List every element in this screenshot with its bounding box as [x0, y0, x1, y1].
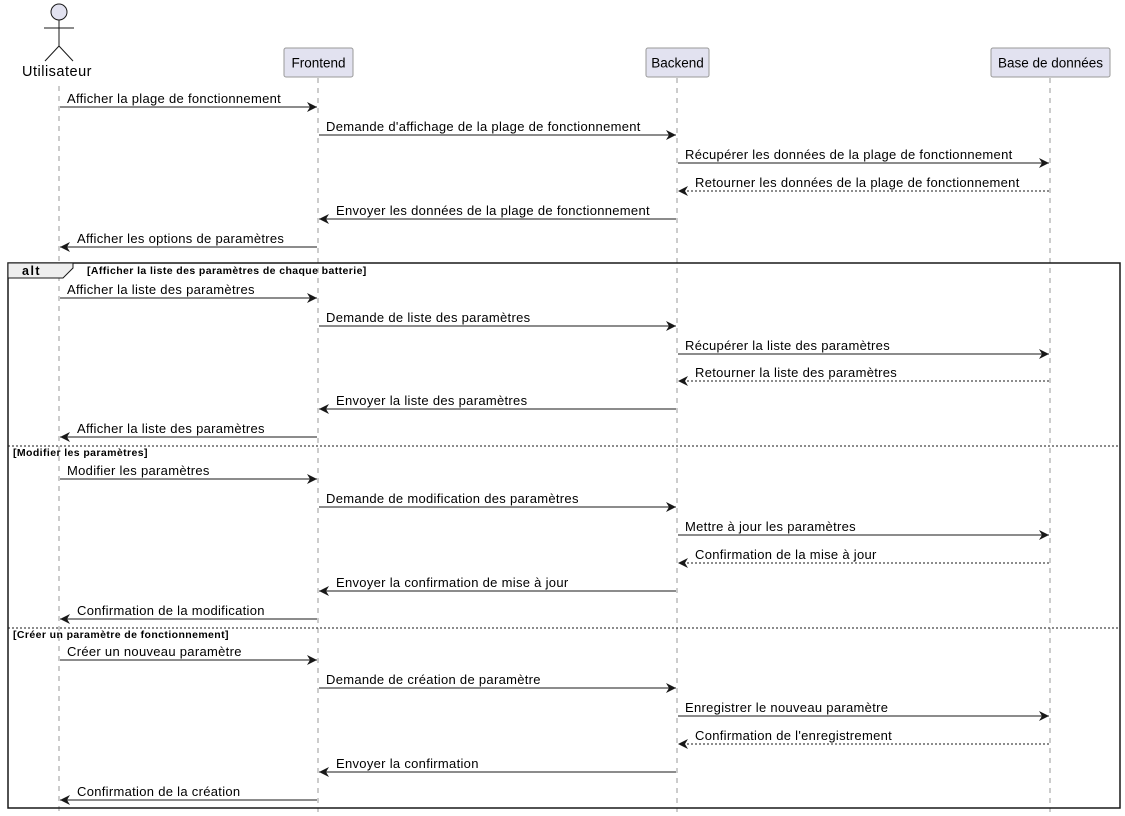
message-label: Retourner les données de la plage de fon… [695, 175, 1020, 190]
message-label: Afficher la liste des paramètres [67, 282, 255, 297]
alt-fragment-tab [7, 262, 74, 279]
actor-utilisateur: Utilisateur [22, 3, 92, 80]
message-label: Récupérer la liste des paramètres [685, 338, 890, 353]
participant-frontend: Frontend [283, 47, 354, 78]
message-label: Confirmation de l'enregistrement [695, 728, 892, 743]
message: Envoyer les données de la plage de fonct… [319, 203, 676, 224]
stick-figure-icon [44, 3, 74, 62]
participant-label: Frontend [291, 56, 345, 71]
lifelines [58, 78, 1051, 812]
guard-condition: [Modifier les paramètres] [13, 447, 148, 459]
message-label: Retourner la liste des paramètres [695, 365, 897, 380]
message: Enregistrer le nouveau paramètre [678, 700, 1049, 721]
participant-box [990, 47, 1111, 78]
participant-box [283, 47, 354, 78]
message-label: Enregistrer le nouveau paramètre [685, 700, 888, 715]
message-label: Envoyer la confirmation de mise à jour [336, 575, 569, 590]
alt-fragment-frame [7, 262, 1121, 809]
message: Afficher la liste des paramètres [60, 282, 317, 303]
message: Afficher la liste des paramètres [60, 421, 317, 442]
message: Envoyer la confirmation [319, 756, 676, 777]
message: Demande de création de paramètre [319, 672, 676, 693]
participant-label: Base de données [998, 56, 1103, 71]
message-label: Envoyer la confirmation [336, 756, 479, 771]
message: Modifier les paramètres [60, 463, 317, 484]
message-label: Envoyer les données de la plage de fonct… [336, 203, 650, 218]
fragment-keyword: alt [22, 264, 41, 278]
alt-fragment: alt [Afficher la liste des paramètres de… [7, 262, 1121, 809]
participant-base-de-donnees: Base de données [990, 47, 1111, 78]
message-label: Demande de modification des paramètres [326, 491, 579, 506]
message-label: Confirmation de la création [77, 784, 240, 799]
message: Confirmation de la création [60, 784, 317, 805]
participant-label: Backend [651, 56, 704, 71]
message: Afficher les options de paramètres [60, 231, 317, 252]
actor-label: Utilisateur [22, 64, 92, 80]
guard-condition: [Créer un paramètre de fonctionnement] [13, 629, 229, 641]
message: Récupérer la liste des paramètres [678, 338, 1049, 359]
message-label: Confirmation de la mise à jour [695, 547, 877, 562]
message: Mettre à jour les paramètres [678, 519, 1049, 540]
message-label: Afficher les options de paramètres [77, 231, 284, 246]
message: Demande de liste des paramètres [319, 310, 676, 331]
message: Récupérer les données de la plage de fon… [678, 147, 1049, 168]
message-label: Demande de liste des paramètres [326, 310, 531, 325]
messages: Afficher la plage de fonctionnementDeman… [60, 91, 1049, 805]
message-label: Demande de création de paramètre [326, 672, 541, 687]
message: Créer un nouveau paramètre [60, 644, 317, 665]
message: Confirmation de l'enregistrement [678, 728, 1049, 749]
guard-condition: [Afficher la liste des paramètres de cha… [87, 265, 367, 277]
message: Confirmation de la mise à jour [678, 547, 1049, 568]
message: Retourner la liste des paramètres [678, 365, 1049, 386]
message-label: Mettre à jour les paramètres [685, 519, 856, 534]
message: Envoyer la liste des paramètres [319, 393, 676, 414]
message-label: Modifier les paramètres [67, 463, 210, 478]
participant-box [645, 47, 710, 78]
message: Afficher la plage de fonctionnement [60, 91, 317, 112]
message-label: Confirmation de la modification [77, 603, 265, 618]
message-label: Envoyer la liste des paramètres [336, 393, 528, 408]
message-label: Afficher la plage de fonctionnement [67, 91, 281, 106]
message: Envoyer la confirmation de mise à jour [319, 575, 676, 596]
message-label: Demande d'affichage de la plage de fonct… [326, 119, 641, 134]
message: Demande de modification des paramètres [319, 491, 676, 512]
participant-backend: Backend [645, 47, 710, 78]
message-label: Créer un nouveau paramètre [67, 644, 242, 659]
message: Retourner les données de la plage de fon… [678, 175, 1049, 196]
message-label: Afficher la liste des paramètres [77, 421, 265, 436]
message: Confirmation de la modification [60, 603, 317, 624]
message-label: Récupérer les données de la plage de fon… [685, 147, 1013, 162]
message: Demande d'affichage de la plage de fonct… [319, 119, 676, 140]
